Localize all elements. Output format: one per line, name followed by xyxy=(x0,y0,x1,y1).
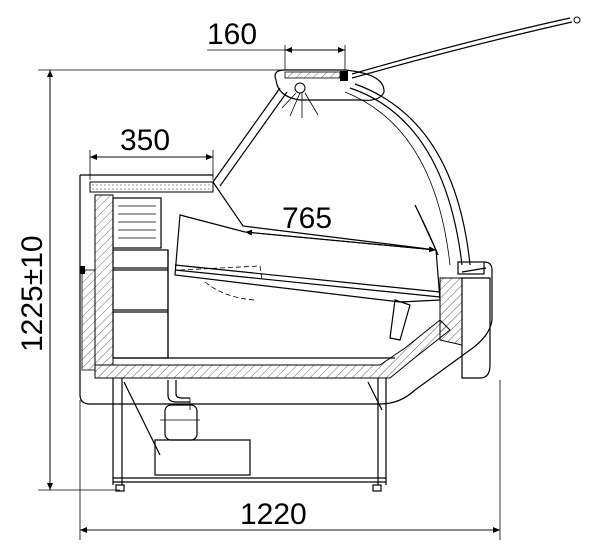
dimension-height-label: 1225±10 xyxy=(16,235,49,352)
dimension-350: 350 xyxy=(89,124,214,180)
dimension-1220-label: 1220 xyxy=(240,498,307,531)
display-tray xyxy=(174,214,441,341)
dimension-height: 1225±10 xyxy=(16,69,290,491)
dimension-1220: 1220 xyxy=(79,380,501,540)
canopy xyxy=(274,16,581,118)
compressor xyxy=(154,380,251,476)
evaporator xyxy=(112,197,169,359)
dimension-160-label: 160 xyxy=(207,18,257,51)
dimension-765-label: 765 xyxy=(282,202,332,235)
dimension-350-label: 350 xyxy=(120,124,170,157)
curved-glass xyxy=(212,83,485,275)
base-stand xyxy=(112,378,387,492)
dimension-160: 160 xyxy=(207,18,346,70)
front-panel xyxy=(461,267,491,379)
